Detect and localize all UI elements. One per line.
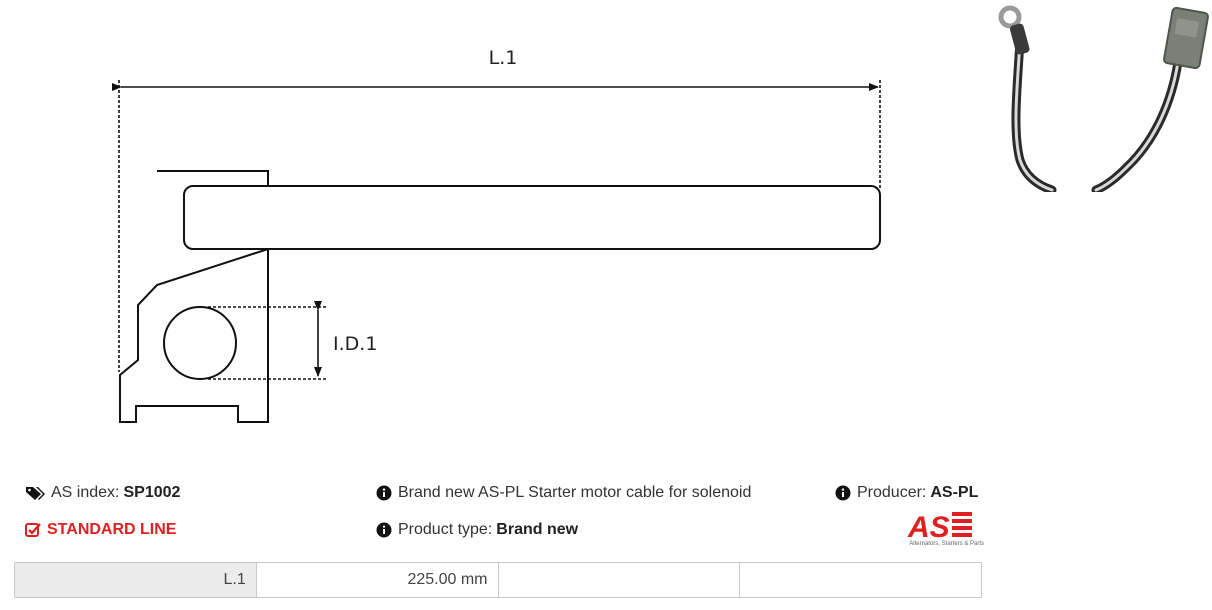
spec-value: 225.00 mm — [255, 562, 499, 598]
as-index: AS index: SP1002 — [25, 484, 180, 502]
spec-table: L.1 225.00 mm — [14, 562, 982, 598]
length-label: L.1 — [489, 47, 518, 69]
description-text: Brand new AS-PL Starter motor cable for … — [398, 484, 752, 501]
product-photo — [998, 5, 1209, 192]
standard-line-label: STANDARD LINE — [47, 521, 177, 538]
product-description: Brand new AS-PL Starter motor cable for … — [376, 484, 751, 502]
product-type-value: Brand new — [496, 521, 579, 538]
spec-empty-cell — [739, 562, 982, 598]
producer: Producer: AS-PL — [835, 484, 978, 502]
eyelet-hole — [163, 306, 237, 380]
producer-label: Producer: — [857, 484, 927, 501]
info-circle-icon — [376, 485, 392, 501]
logo-text: AS — [907, 511, 950, 542]
info-circle-icon — [376, 522, 392, 538]
standard-line-badge: STANDARD LINE — [25, 521, 176, 539]
product-type-label: Product type: — [398, 521, 493, 538]
info-circle-icon — [835, 485, 851, 501]
producer-value: AS-PL — [930, 484, 979, 501]
as-index-value: SP1002 — [123, 484, 181, 501]
as-index-label: AS index: — [51, 484, 120, 501]
product-type: Product type: Brand new — [376, 521, 578, 539]
logo-slogan: Alternators, Starters & Parts — [909, 541, 984, 547]
check-square-icon — [25, 522, 41, 538]
spec-label: L.1 — [14, 562, 257, 598]
spec-empty-cell — [497, 562, 741, 598]
table-row: L.1 225.00 mm — [14, 562, 982, 598]
cable-body — [183, 185, 881, 250]
inner-diameter-label: I.D.1 — [333, 333, 377, 355]
technical-drawing: L.1 I.D.1 — [112, 47, 881, 423]
terminal-outline — [119, 170, 269, 423]
tags-icon — [25, 485, 45, 501]
as-logo: AS Alternators, Starters & Parts — [888, 508, 984, 550]
